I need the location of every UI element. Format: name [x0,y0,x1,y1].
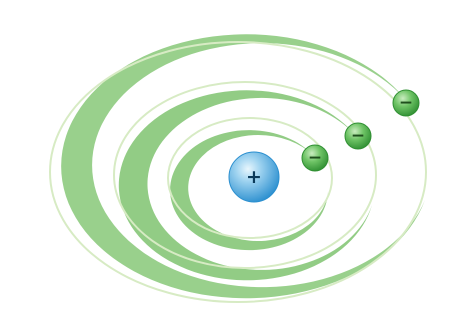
electron-charge-label: − [351,126,365,146]
electron-charge-label: − [399,93,413,113]
electron-outer: − [393,90,419,116]
nucleus-charge-label: + [246,166,262,188]
electron-charge-label: − [308,148,322,168]
nucleus: + [229,152,279,202]
electron-middle: − [345,123,371,149]
electron-inner: − [302,145,328,171]
